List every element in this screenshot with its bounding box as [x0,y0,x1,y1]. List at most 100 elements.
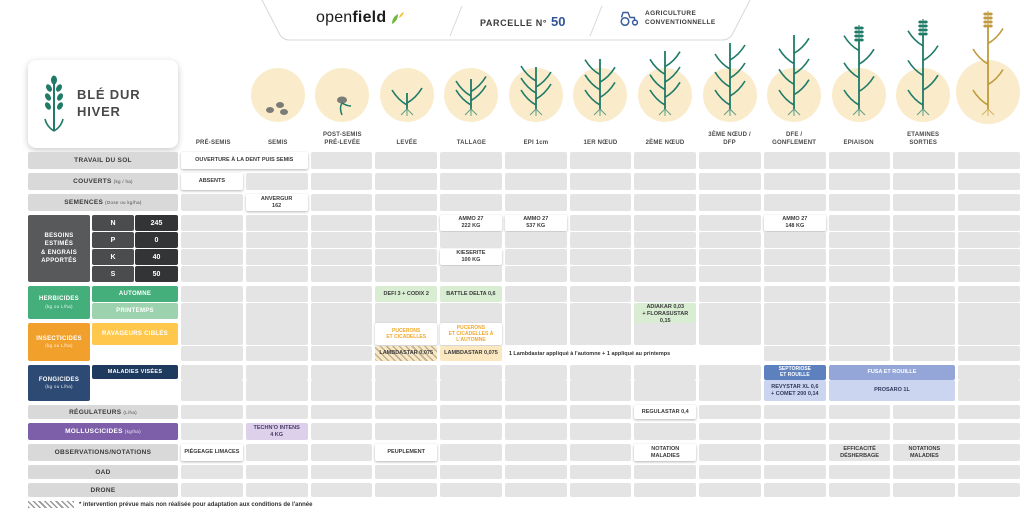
besoins-0-empty-col11 [828,215,891,231]
hatch-legend-swatch [28,501,74,508]
observations-label-text: OBSERVATIONS/NOTATIONS [54,449,152,456]
molluscicides-label-text: MOLLUSCICIDES [65,428,123,435]
observations-empty-col2 [245,444,308,461]
herbicides-0-empty-col11 [828,286,891,302]
stage-circle [250,68,305,122]
crop-card: BLÉ DUR HIVER [28,60,178,148]
oad-empty-col1 [181,465,243,479]
besoins-key-S: S [92,266,134,282]
herbicides-1-cells: ADIAKAR 0,03 + FLORASUSTAR 0,15 [181,303,1020,326]
besoins-label-text: BESOINS ESTIMÉS & ENGRAIS APPORTÉS [40,233,78,264]
fongicides-0-empty-col8 [634,365,697,380]
stage-col-11: EPIAISON [826,0,891,150]
herbicides-1-empty-col3 [310,303,373,326]
drone-empty-col7 [569,483,632,497]
travail-du-sol-empty-col3 [310,152,373,169]
observations-empty-col7 [569,444,632,461]
besoins-0-empty-col2 [245,215,308,231]
oad-empty-col10 [763,465,826,479]
couverts-cells: ABSENTS [181,173,1020,190]
stage-col-6: EPI 1cm [504,0,569,150]
besoins-2-empty-col12 [893,249,956,265]
oad-cells [181,465,1020,479]
agriculture-type: AGRICULTURE CONVENTIONNELLE [618,9,716,27]
besoins-1-empty-col13 [958,232,1020,248]
travail-du-sol-empty-col7 [569,152,632,169]
besoins-0-empty-col8 [634,215,697,231]
regulateurs-empty-col5 [440,405,502,419]
travail-du-sol-cells: OUVERTURE À LA DENT PUIS SEMIS [181,152,1020,169]
agri-line1: AGRICULTURE [645,10,697,17]
oad-empty-col11 [828,465,891,479]
couverts-empty-col5 [440,173,502,190]
oad-empty-col9 [699,465,761,479]
insecticides-1-empty-col2 [245,346,308,361]
herbicides-0-empty-col1 [181,286,243,302]
insecticides-1-entry-col5: LAMBDASTAR 0,075 [440,346,502,361]
insecticides-1-empty-col11 [828,346,891,361]
fongicides-0-entry-col10: SEPTORIOSE ET ROUILLE [763,365,826,380]
germination-plant-icon [377,87,437,117]
besoins-1-empty-col8 [634,232,697,248]
travail-du-sol-entry-col1: OUVERTURE À LA DENT PUIS SEMIS [181,152,308,169]
besoins-2-cells: KIESERITE 100 KG [181,249,1020,265]
travail-du-sol-empty-col6 [504,152,567,169]
besoins-0-empty-col3 [310,215,373,231]
herbicides-1-empty-col12 [893,303,956,326]
row-insecticides-label: INSECTICIDES(kg ou L/ha) [28,323,90,361]
stage-col-5: TALLAGE [439,0,504,150]
insecticides-1-empty-col1 [181,346,243,361]
mature-plant-icon [958,9,1018,117]
herbicides-0-empty-col3 [310,286,373,302]
insecticides-1-empty-col13 [958,346,1020,361]
besoins-2-empty-col4 [375,249,438,265]
stage-label: EPIAISON [843,140,874,147]
besoins-3-empty-col7 [569,266,632,282]
regulateurs-empty-col7 [569,405,632,419]
fongicides-side-label-0: MALADIES VISÉES [92,365,178,379]
molluscicides-empty-col7 [569,423,632,440]
semences-label-text: SEMENCES [64,199,104,206]
observations-empty-col6 [504,444,567,461]
herbicides-unit: (kg ou L/ha) [45,303,73,309]
molluscicides-empty-col5 [440,423,502,440]
besoins-1-empty-col3 [310,232,373,248]
row-insecticides: INSECTICIDES(kg ou L/ha)RAVAGEURS CIBLÉS… [28,323,1020,361]
couverts-empty-col13 [958,173,1020,190]
regulateurs-entry-col8: REGULASTAR 0,4 [634,405,697,419]
observations-empty-col13 [958,444,1020,461]
couverts-empty-col11 [828,173,891,190]
semences-unit: (Dose ou kg/ha) [105,200,142,205]
fongicides-1-empty-col6 [504,380,567,401]
oad-empty-col2 [245,465,308,479]
besoins-value-P: 0 [135,232,178,248]
row-couverts-label: COUVERTS(kg / ha) [28,173,178,190]
oad-empty-col7 [569,465,632,479]
logo-field-text: field [352,9,387,26]
insecticides-1-empty-col12 [893,346,956,361]
stage-col-2: SEMIS [246,0,311,150]
fongicides-1-empty-col3 [310,380,373,401]
drone-label-text: DRONE [90,486,116,494]
couverts-empty-col2 [245,173,308,190]
row-oad: OAD [28,465,1020,479]
oad-empty-col6 [504,465,567,479]
besoins-3-empty-col1 [181,266,243,282]
molluscicides-empty-col8 [634,423,697,440]
besoins-3-empty-col13 [958,266,1020,282]
insecticides-0-empty-col7 [569,323,632,345]
crop-title-line1: BLÉ DUR [77,87,141,103]
regulateurs-empty-col13 [958,405,1020,419]
parcel-number: 50 [551,14,566,29]
row-molluscicides-label: MOLLUSCICIDES(kg/ha) [28,423,178,440]
besoins-0-entry-col10: AMMO 27 148 KG [763,215,826,231]
fongicides-0-empty-col3 [310,365,373,380]
stage-label: POST-SEMIS PRÉ-LEVÉE [322,132,362,147]
row-herbicides-label: HERBICIDES(kg ou L/ha) [28,286,90,319]
regulateurs-empty-col11 [828,405,891,419]
fongicides-1-empty-col8 [634,380,697,401]
